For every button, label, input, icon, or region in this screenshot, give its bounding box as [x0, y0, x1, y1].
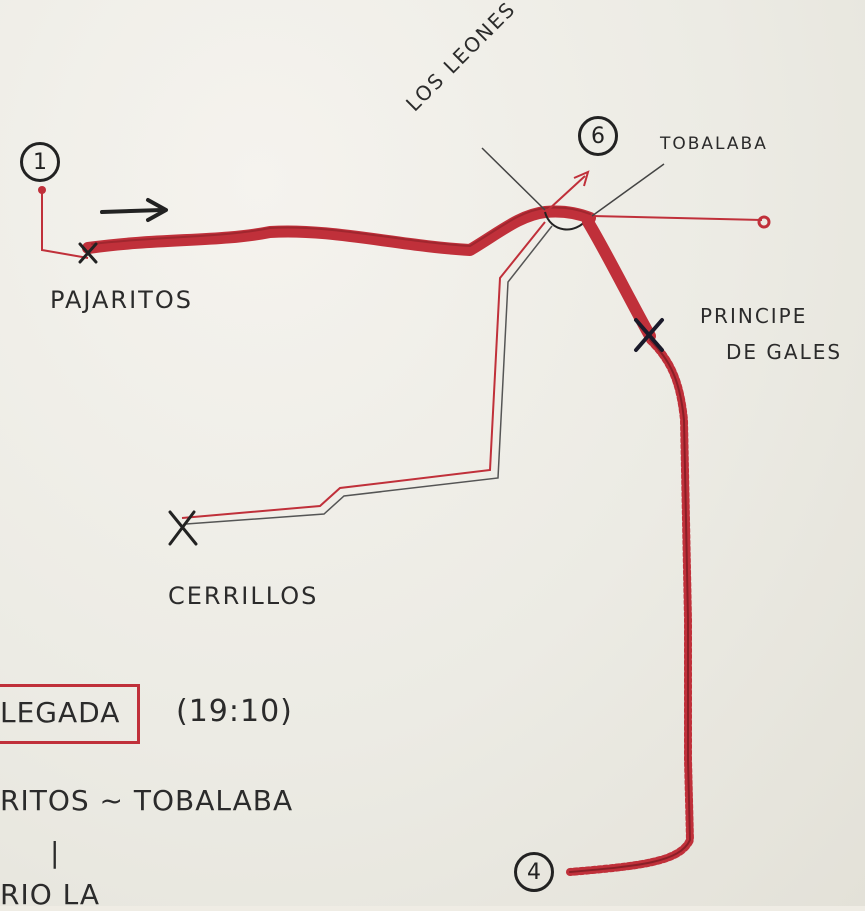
direction-arrow [100, 198, 168, 222]
line-6-branch-arrow [573, 170, 590, 187]
line-1-badge: 1 [20, 142, 60, 182]
cerrillos-branch-red [181, 221, 546, 519]
line-6-badge: 6 [578, 116, 618, 156]
station-label-pajaritos: PAJARITOS [50, 286, 193, 314]
llegada-box [0, 684, 140, 744]
principe-de-gales-marker [634, 318, 664, 352]
line-1-stub-end [38, 186, 46, 194]
route-pajaritos-tobalaba-edge [91, 206, 591, 248]
pajaritos-marker [78, 242, 98, 264]
line-1-stub [41, 190, 89, 259]
station-label-tobalaba: TOBALABA [660, 134, 768, 154]
cerrillos-branch-gray [185, 225, 553, 525]
line-6-number: 6 [591, 123, 605, 149]
note-llegada-label: LEGADA [0, 696, 121, 729]
route-principe-line4 [566, 336, 695, 876]
los-leones-pointer [481, 147, 546, 211]
station-label-principe: PRINCIPE [700, 304, 808, 328]
line-east-extension [591, 215, 763, 221]
note-route: RITOS ~ TOBALABA [0, 784, 294, 817]
line-4-number: 4 [527, 859, 541, 885]
tobalaba-pointer [591, 163, 665, 217]
line-4-badge: 4 [514, 852, 554, 892]
cerrillos-marker [168, 510, 198, 546]
route-tobalaba-principe [582, 216, 656, 342]
line-1-number: 1 [33, 149, 47, 175]
note-route-connector: | [50, 836, 61, 869]
route-principe-line4-core [569, 339, 692, 873]
station-label-de-gales: DE GALES [726, 340, 843, 364]
line-east-end [757, 215, 771, 229]
note-llegada-time: (19:10) [176, 694, 293, 729]
station-label-cerrillos: CERRILLOS [168, 582, 319, 610]
note-route-next: RIO LA [0, 878, 101, 911]
line-6-branch [547, 175, 586, 211]
